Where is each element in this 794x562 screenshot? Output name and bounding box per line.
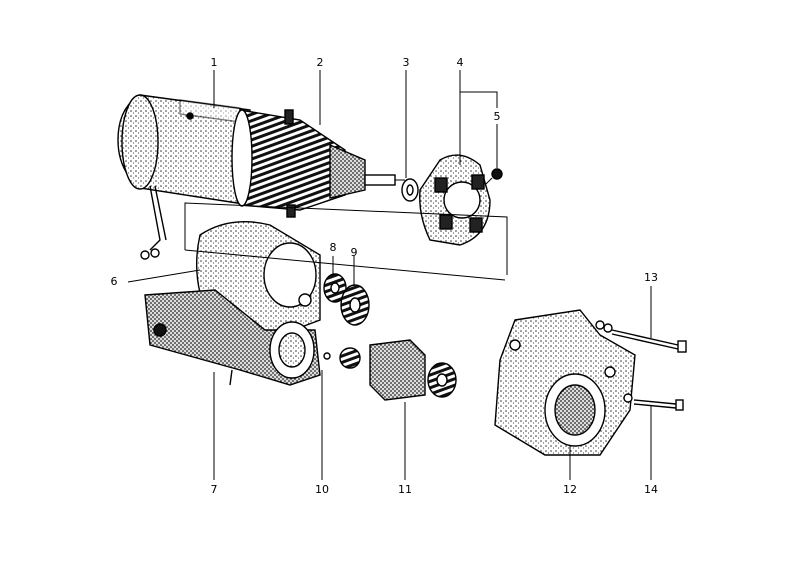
label-13: 13 (644, 271, 658, 284)
part-13-long-bolt (595, 320, 687, 353)
part-7-drive-end-housing (144, 289, 321, 386)
label-9: 9 (351, 246, 358, 259)
part-11-pinion-drive (339, 339, 457, 401)
part-3-washer (401, 178, 419, 202)
label-4: 4 (457, 56, 464, 69)
part-9-gear (340, 284, 370, 326)
label-12: 12 (563, 483, 577, 496)
label-7: 7 (211, 483, 218, 496)
part-labels: 1 2 3 4 5 6 7 8 9 10 11 12 13 14 (111, 56, 659, 496)
assembly-bracket (184, 202, 508, 281)
part-14-short-bolt (623, 393, 684, 411)
label-6: 6 (111, 275, 118, 288)
label-3: 3 (403, 56, 410, 69)
leader-lines (127, 70, 652, 480)
label-5: 5 (494, 110, 501, 123)
label-14: 14 (644, 483, 658, 496)
part-4-brush-holder (419, 154, 491, 246)
part-1-motor-housing (117, 94, 251, 260)
label-2: 2 (317, 56, 324, 69)
label-11: 11 (398, 483, 412, 496)
part-12-mounting-flange (494, 309, 636, 456)
label-10: 10 (315, 483, 329, 496)
part-10-ball (323, 352, 331, 360)
part-2-armature (231, 109, 405, 218)
part-8-gear (323, 273, 347, 303)
label-1: 1 (211, 56, 218, 69)
part-5-screw (485, 168, 503, 185)
label-8: 8 (330, 241, 337, 254)
